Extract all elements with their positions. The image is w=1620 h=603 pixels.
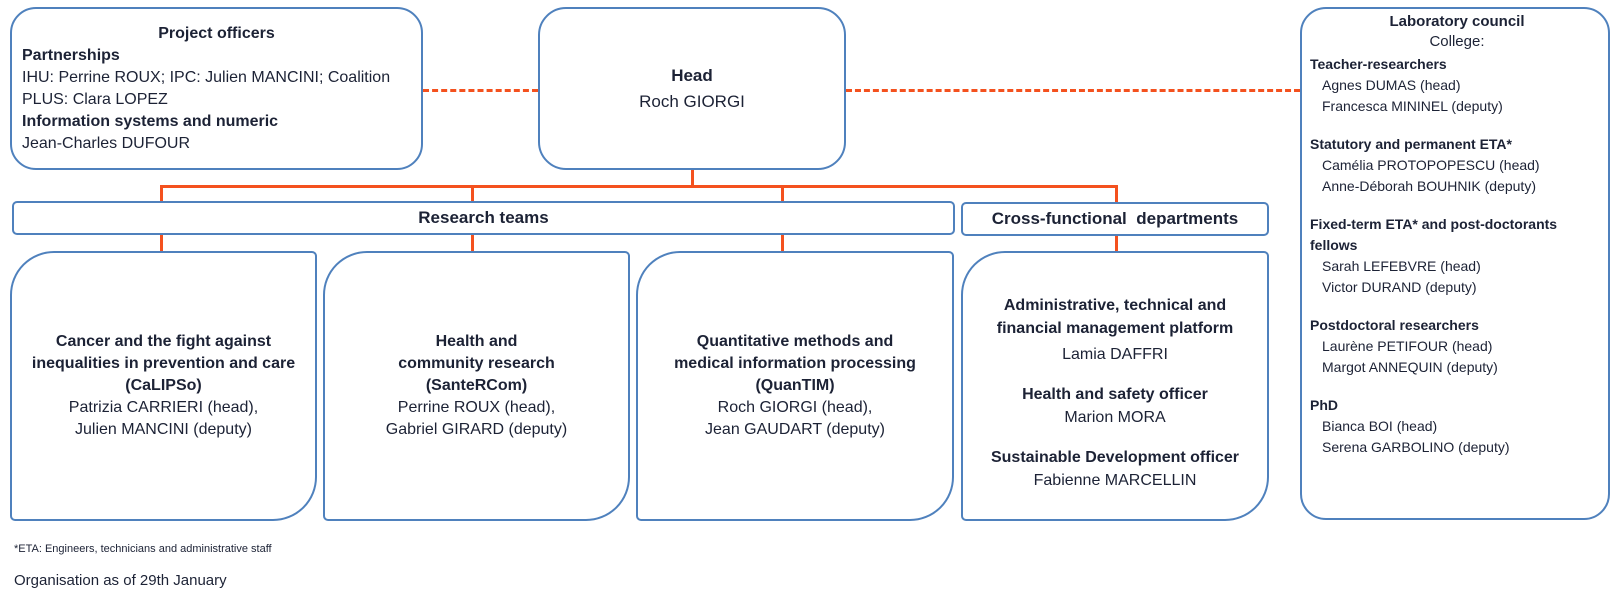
team-acronym: (QuanTIM)	[755, 377, 835, 394]
connector-drop-3	[781, 185, 784, 201]
connector-team-2	[471, 235, 474, 251]
platform-title-line-1: Administrative, technical and	[1003, 297, 1227, 314]
council-member: Francesca MININEL (deputy)	[1322, 98, 1503, 114]
council-member: Sarah LEFEBVRE (head)	[1322, 258, 1481, 274]
council-group: Postdoctoral researchers Laurène PETIFOU…	[1310, 315, 1604, 378]
council-member: Victor DURAND (deputy)	[1322, 279, 1477, 295]
team-acronym: (CaLIPSo)	[125, 377, 202, 394]
partnerships-line-1: IHU: Perrine ROUX; IPC: Julien MANCINI; …	[22, 69, 391, 86]
council-group-heading: PhD	[1310, 397, 1338, 413]
team-acronym: (SanteRCom)	[425, 377, 528, 394]
council-group: Teacher-researchers Agnes DUMAS (head) F…	[1310, 54, 1604, 117]
safety-officer-title: Health and safety officer	[1022, 386, 1208, 403]
project-officers-box: Project officers Partnerships IHU: Perri…	[10, 7, 423, 170]
council-group-heading: Statutory and permanent ETA*	[1310, 136, 1512, 152]
sustainable-officer-person: Fabienne MARCELLIN	[1033, 472, 1197, 489]
partnerships-line-2: PLUS: Clara LOPEZ	[22, 91, 168, 108]
connector-team-3	[781, 235, 784, 251]
project-officers-title: Project officers	[158, 25, 275, 42]
research-teams-bar: Research teams	[12, 201, 955, 235]
team-quantim-box: Quantitative methods and medical informa…	[636, 251, 954, 521]
head-name: Roch GIORGI	[639, 91, 745, 111]
connector-head-down	[691, 170, 694, 186]
council-member: Camélia PROTOPOPESCU (head)	[1322, 157, 1540, 173]
team-head: Perrine ROUX (head),	[397, 399, 556, 416]
council-group-heading: Postdoctoral researchers	[1310, 317, 1479, 333]
cross-functional-box: Administrative, technical and financial …	[961, 251, 1269, 521]
council-member: Agnes DUMAS (head)	[1322, 77, 1461, 93]
team-head: Roch GIORGI (head),	[717, 399, 873, 416]
platform-title-line-2: financial management platform	[996, 320, 1234, 337]
connector-horizontal-bus	[160, 185, 1118, 188]
team-name-line-2: community research	[398, 355, 555, 372]
council-group: PhD Bianca BOI (head) Serena GARBOLINO (…	[1310, 395, 1604, 458]
connector-drop-2	[471, 185, 474, 201]
connector-drop-1	[160, 185, 163, 201]
council-group-heading: Fixed-term ETA* and post-doctorants fell…	[1310, 216, 1558, 253]
council-group: Statutory and permanent ETA* Camélia PRO…	[1310, 134, 1604, 197]
team-deputy: Gabriel GIRARD (deputy)	[385, 421, 568, 438]
council-group: Fixed-term ETA* and post-doctorants fell…	[1310, 214, 1604, 298]
organisation-date: Organisation as of 29th January	[14, 572, 227, 589]
connector-cross	[1115, 236, 1118, 251]
laboratory-council-box: Laboratory council College: Teacher-rese…	[1300, 7, 1610, 520]
safety-officer-person: Marion MORA	[1064, 409, 1166, 426]
council-group-heading: Teacher-researchers	[1310, 56, 1447, 72]
team-name-line-2: inequalities in prevention and care	[31, 355, 296, 372]
platform-person: Lamia DAFFRI	[1062, 346, 1168, 363]
cross-functional-bar: Cross-functional departments	[961, 202, 1269, 236]
council-member: Anne-Déborah BOUHNIK (deputy)	[1322, 178, 1536, 194]
sustainable-officer-title: Sustainable Development officer	[990, 449, 1240, 466]
team-calipso-box: Cancer and the fight against inequalitie…	[10, 251, 317, 521]
team-deputy: Julien MANCINI (deputy)	[75, 421, 252, 438]
council-member: Laurène PETIFOUR (head)	[1322, 338, 1493, 354]
team-deputy: Jean GAUDART (deputy)	[705, 421, 885, 438]
council-member: Margot ANNEQUIN (deputy)	[1322, 359, 1498, 375]
connector-head-council	[846, 89, 1300, 92]
team-name-line-1: Health and	[435, 333, 518, 350]
team-head: Patrizia CARRIERI (head),	[68, 399, 259, 416]
connector-drop-4	[1115, 185, 1118, 202]
eta-footnote: *ETA: Engineers, technicians and adminis…	[14, 543, 272, 555]
team-name-line-1: Quantitative methods and	[696, 333, 894, 350]
partnerships-heading: Partnerships	[22, 47, 120, 64]
head-box: Head Roch GIORGI	[538, 7, 846, 170]
info-systems-heading: Information systems and numeric	[22, 113, 279, 130]
head-title: Head	[671, 65, 713, 85]
council-member: Serena GARBOLINO (deputy)	[1322, 439, 1510, 455]
team-name-line-2: medical information processing	[674, 355, 916, 372]
team-name-line-1: Cancer and the fight against	[55, 333, 272, 350]
team-santercom-box: Health and community research (SanteRCom…	[323, 251, 630, 521]
info-systems-person: Jean-Charles DUFOUR	[22, 135, 191, 152]
lab-council-subtitle: College:	[1429, 33, 1485, 50]
connector-team-1	[160, 235, 163, 251]
connector-officers-head	[423, 89, 538, 92]
council-member: Bianca BOI (head)	[1322, 418, 1438, 434]
lab-council-title: Laboratory council	[1389, 13, 1525, 30]
